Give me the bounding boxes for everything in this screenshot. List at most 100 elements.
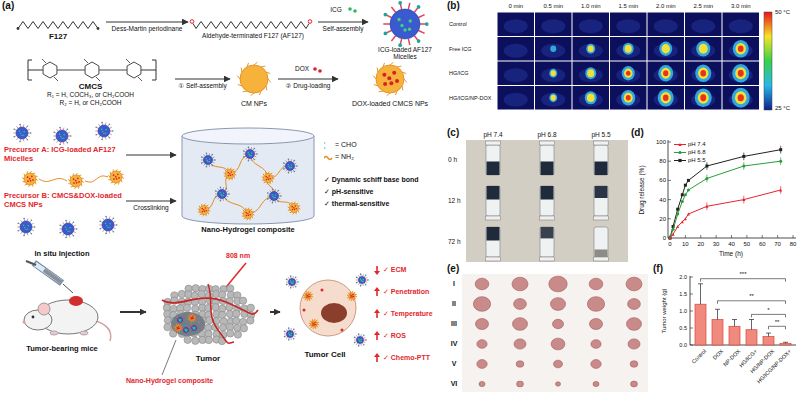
illustration-part: [254, 159, 256, 161]
drug-loaded-nanoparticle: [242, 208, 255, 221]
illustration-part: [103, 218, 105, 220]
illustration-part: [20, 221, 32, 233]
cylinder-figure: [178, 126, 318, 226]
flow-arrow: [318, 21, 368, 22]
illustration-part: [73, 182, 75, 184]
illustration-part: [27, 233, 29, 236]
leader-line: [162, 340, 176, 375]
illustration-part: [177, 327, 179, 329]
trend-arrowhead: [374, 271, 380, 275]
thermal-frame: [610, 62, 647, 86]
mouse-silhouette: [579, 93, 603, 107]
illustration-part: [206, 158, 207, 159]
illustration-part: [293, 170, 295, 172]
illustration-part: [270, 200, 272, 202]
illustration-part: [244, 210, 253, 219]
illustration-part: [397, 18, 400, 21]
illustration-part: [391, 7, 395, 12]
illustration-part: [204, 156, 213, 165]
illustration-part: [268, 79, 271, 82]
illustration-part: [286, 329, 288, 331]
illustration-part: [315, 324, 317, 326]
mouse-silhouette: [579, 19, 603, 33]
heat-spot: [699, 44, 708, 54]
group-numeral: I: [453, 280, 455, 288]
illustration-part: [286, 161, 288, 163]
excised-tumor: [477, 360, 487, 369]
heat-spot: [551, 70, 556, 76]
illustration-part: [69, 221, 71, 224]
axis-title: Time (h): [719, 250, 743, 257]
illustration-part: [292, 283, 293, 284]
illustration-part: [398, 1, 402, 5]
illustration-part: [59, 232, 61, 234]
significance-bracket: [769, 326, 786, 329]
illustration-part: [177, 316, 179, 318]
illustration-part: [365, 284, 367, 286]
illustration-part: [358, 283, 360, 285]
illustration-part: [183, 320, 186, 321]
thermal-frame: [535, 86, 572, 110]
illustration-part: [293, 336, 295, 337]
illustration-part: [358, 333, 360, 335]
illustration-part: [27, 139, 29, 141]
illustration-part: [183, 304, 190, 311]
micelle: [383, 1, 428, 47]
micelle: [13, 124, 31, 143]
illustration-part: [206, 164, 208, 166]
illustration-part: [295, 166, 298, 167]
mouse-eye: [32, 315, 35, 318]
illustration-part: [350, 296, 352, 298]
illustration-part: [30, 132, 32, 134]
flow-arrow: [106, 21, 188, 22]
mouse-figure: [6, 259, 118, 345]
illustration-part: [358, 275, 360, 277]
illustration-part: [193, 328, 194, 329]
illustration-part: [26, 126, 28, 128]
illustration-part: [188, 333, 190, 335]
illustration-part: [109, 217, 111, 220]
illustration-part: [226, 170, 235, 179]
illustration-part: [361, 339, 362, 340]
group-numeral: V: [452, 360, 457, 368]
error-bar: [734, 320, 735, 327]
chart-axes: [668, 140, 796, 238]
drug-loaded-nanoparticle: [373, 62, 406, 95]
group-label: HG/ICG: [449, 70, 469, 76]
illustration-part: [220, 200, 222, 202]
illustration-part: [293, 161, 295, 163]
illustration-part: [116, 178, 118, 180]
illustration-part: [284, 331, 286, 333]
illustration-part: [383, 23, 390, 25]
legend-text: = CHO: [335, 141, 357, 149]
flow-arrow: [175, 78, 230, 79]
thermal-frame: [498, 13, 535, 37]
illustration-part: [275, 194, 276, 195]
illustration-part: [237, 76, 240, 79]
amine-symbol: [324, 156, 332, 159]
illustration-part: [363, 344, 365, 346]
polymer-chain: [18, 22, 98, 29]
excised-tumor: [628, 339, 640, 349]
panel-letter: (c): [447, 127, 459, 139]
illustration-part: [278, 190, 280, 192]
micelle: [59, 220, 77, 239]
illustration-part: [17, 230, 19, 232]
mouse-silhouette: [616, 19, 640, 33]
mouse-foot: [80, 331, 88, 335]
hydrogel-figure: Nano-Hydrogel composite: [178, 126, 318, 235]
illustration-part: [73, 225, 75, 226]
thermal-frame: [498, 62, 535, 86]
illustration-part: [189, 330, 192, 331]
illustration-part: [63, 137, 64, 138]
illustration-part: [287, 331, 294, 338]
mouse-silhouette: [541, 44, 565, 58]
illustration-part: [249, 155, 250, 156]
illustration-part: [358, 345, 360, 347]
micelle: [283, 158, 298, 173]
release-curve: [670, 150, 781, 238]
illustration-part: [188, 328, 190, 329]
data-marker: [669, 237, 672, 240]
illustration-part: [267, 192, 269, 194]
